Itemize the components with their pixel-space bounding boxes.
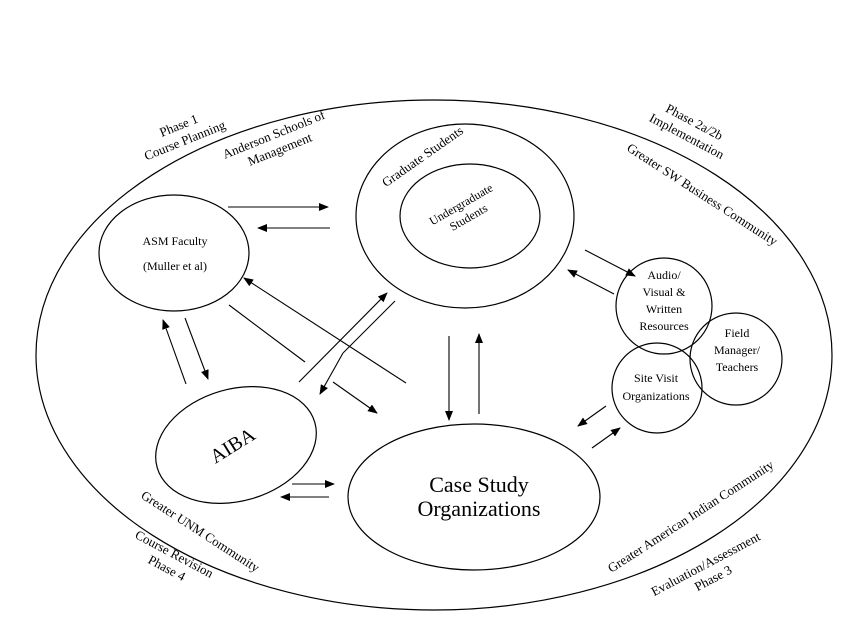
av-resources-line2: Visual &	[643, 285, 687, 299]
asm-faculty-ellipse	[98, 194, 250, 312]
field-manager-line3: Teachers	[716, 360, 759, 374]
anderson-label: Anderson Schools of Management	[220, 107, 327, 169]
graduate-text: Graduate Students	[379, 123, 466, 190]
site-visit-line2: Organizations	[622, 389, 689, 403]
arrow-graduate-to-av	[584, 249, 636, 277]
arrow-asm-to-case	[332, 381, 378, 414]
phase1-label: Phase 1 Course Planning	[142, 111, 228, 163]
aiba-label: AIBA	[206, 423, 260, 468]
aiba-ellipse	[155, 386, 317, 504]
site-visit-ellipse	[611, 342, 703, 434]
greater-american-indian-label: Greater American Indian Community	[605, 457, 777, 576]
arrow-graduate-to-aiba	[319, 352, 344, 395]
arrow-aiba-to-graduate	[298, 292, 388, 383]
arrow-case-to-site	[591, 427, 621, 449]
case-study-line1: Case Study	[429, 472, 529, 497]
field-manager-ellipse	[689, 312, 783, 406]
undergraduate-ellipse	[399, 163, 541, 269]
graduate-ellipse	[355, 123, 575, 309]
arrow-site-to-case	[577, 405, 607, 427]
greater-american-indian-text: Greater American Indian Community	[605, 457, 777, 576]
av-resources-line3: Written	[646, 302, 682, 316]
case-study-line2: Organizations	[417, 496, 540, 521]
greater-sw-text: Greater SW Business Community	[624, 140, 780, 249]
aiba-text: AIBA	[206, 423, 260, 468]
arrow-av-to-graduate	[567, 269, 615, 295]
asm-faculty-line1: ASM Faculty	[142, 234, 207, 248]
undergraduate-label: Undergraduate Students	[427, 181, 496, 234]
phase3-label: Evaluation/Assessment Phase 3	[649, 529, 764, 599]
line-graduate-to-aiba-start	[342, 300, 396, 354]
case-study-ellipse	[347, 423, 601, 571]
arrow-aiba-to-asm	[162, 319, 187, 385]
graduate-label: Graduate Students	[379, 123, 466, 190]
av-resources-line4: Resources	[639, 319, 689, 333]
asm-faculty-line2: (Muller et al)	[143, 259, 207, 273]
field-manager-line1: Field	[725, 326, 750, 340]
site-visit-line1: Site Visit	[634, 371, 679, 385]
arrow-case-to-asm	[243, 277, 407, 384]
field-manager-line2: Manager/	[714, 343, 761, 357]
outer-ellipse	[35, 99, 833, 611]
greater-sw-label: Greater SW Business Community	[624, 140, 780, 249]
phase2-label: Phase 2a/2b Implementation	[647, 101, 727, 163]
av-resources-ellipse	[615, 257, 713, 355]
arrow-asm-to-aiba	[184, 317, 209, 380]
line-asm-to-case-start	[228, 304, 306, 363]
av-resources-line1: Audio/	[647, 268, 681, 282]
